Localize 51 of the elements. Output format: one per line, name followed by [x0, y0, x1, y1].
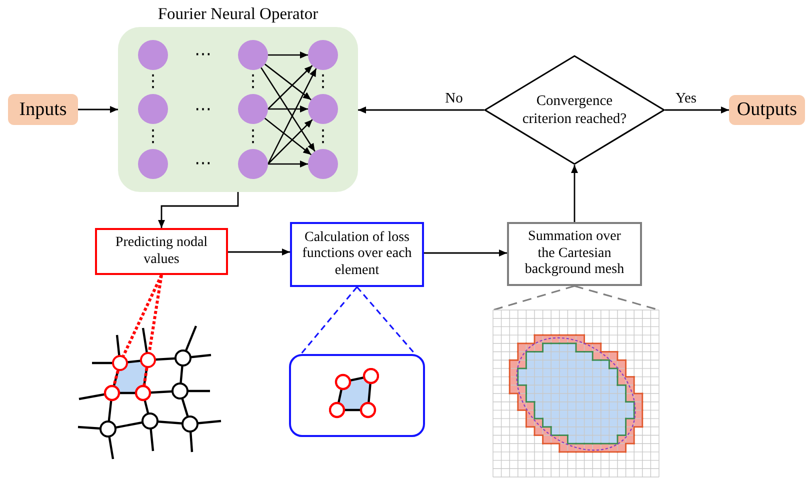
ellipsis-label: ⋯ — [194, 156, 212, 172]
ellipsis-label: ⋮ — [314, 74, 332, 90]
ellipsis-label: ⋮ — [244, 74, 262, 90]
arrow — [268, 52, 308, 58]
arrow — [665, 106, 729, 114]
arrow — [264, 118, 312, 156]
neuron-circle — [308, 94, 338, 124]
arrow — [268, 65, 313, 110]
process-box: Predicting nodal values — [95, 228, 228, 275]
zoom-guide-line — [492, 285, 575, 311]
arrow — [268, 106, 308, 112]
ellipsis-label: ⋮ — [144, 128, 162, 146]
arrow — [358, 106, 484, 114]
arrow — [260, 67, 316, 152]
neuron-circle — [238, 149, 268, 179]
ellipsis-label: ⋮ — [244, 128, 262, 146]
arrow — [267, 68, 317, 164]
decision-diamond — [484, 55, 665, 165]
arrow — [268, 160, 308, 168]
cartesian-grid-drawing — [493, 310, 659, 477]
neuron-circle — [138, 94, 168, 124]
neuron-circle — [308, 40, 338, 70]
neuron-circle — [138, 40, 168, 70]
neuron-circle — [308, 149, 338, 179]
decision-label: Convergence criterion reached? — [521, 92, 628, 128]
ellipsis-label: ⋮ — [314, 128, 332, 146]
arrow — [228, 248, 290, 256]
mesh-node-circle — [112, 355, 128, 371]
process-box: Summation over the Cartesian background mesh — [507, 222, 642, 286]
arrow — [268, 119, 313, 164]
neuron-circle — [238, 94, 268, 124]
terminal-box: Inputs — [8, 94, 78, 125]
leader-line — [122, 274, 163, 356]
ellipsis-label: ⋮ — [144, 74, 162, 90]
zoom-guide-line — [300, 286, 358, 355]
terminal-box: Outputs — [729, 95, 805, 125]
arrow — [571, 165, 578, 222]
zoom-inset-panel — [289, 354, 425, 437]
panel-title: Fourier Neural Operator — [158, 4, 318, 23]
arrow — [424, 250, 507, 256]
mesh-node-circle — [140, 352, 156, 368]
neuron-circle — [238, 40, 268, 70]
leader-line — [148, 274, 163, 352]
arrow — [78, 106, 118, 113]
ellipsis-label: ⋯ — [194, 46, 212, 64]
zoom-guide-line — [356, 286, 416, 355]
arrow — [158, 192, 239, 228]
process-box: Calculation of loss functions over each element — [290, 222, 424, 287]
arrow — [264, 64, 312, 100]
neuron-circle — [138, 149, 168, 179]
ellipsis-label: ⋯ — [194, 102, 212, 118]
